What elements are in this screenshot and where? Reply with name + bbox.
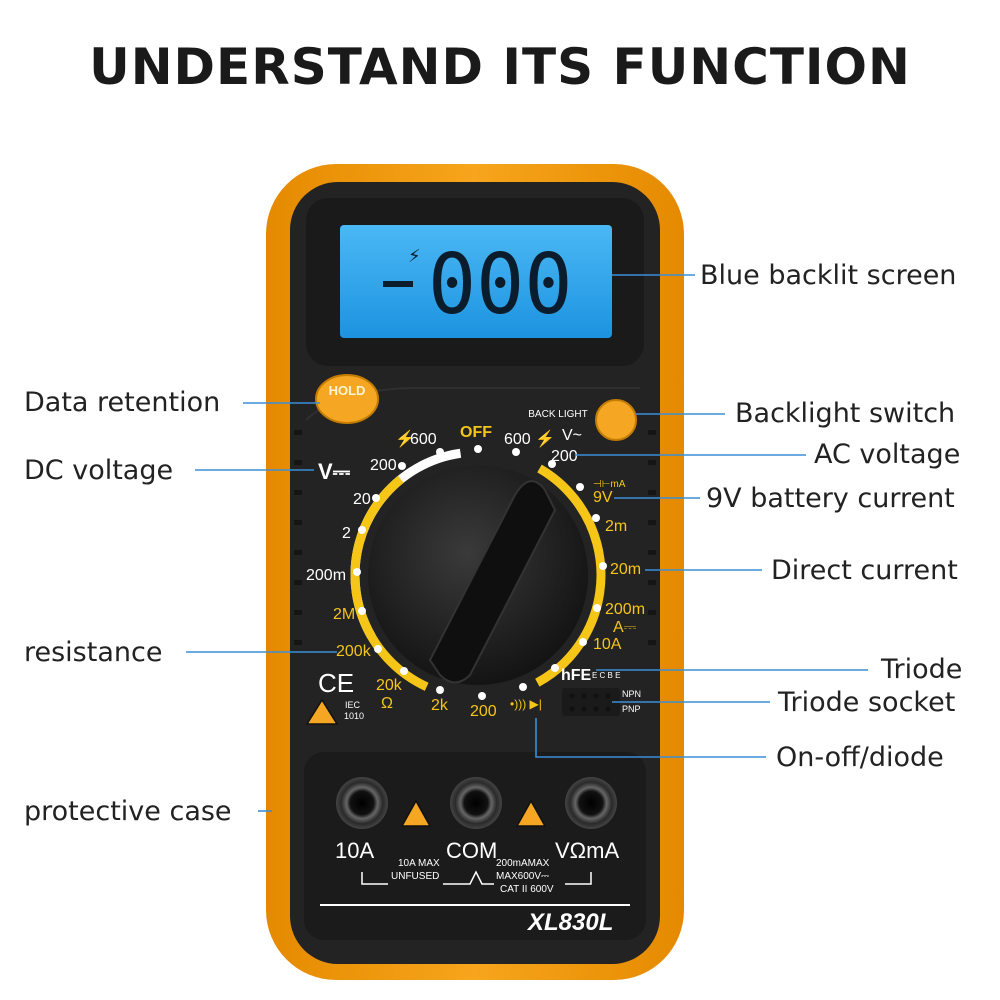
jack-label-vohm: VΩmA (555, 838, 619, 863)
jack-com (450, 777, 502, 829)
dial-dc-600: 600 (504, 431, 531, 448)
dial-dca-2m: 2m (605, 518, 627, 535)
ce-mark: CE (318, 668, 354, 698)
leader-lines (186, 274, 868, 812)
warning-triangle-icon (305, 698, 339, 725)
lcd-minus-sign (383, 281, 413, 287)
callout-direct-current: Direct current (771, 555, 958, 586)
callout-9v-battery-current: 9V battery current (706, 483, 955, 514)
jack-vohm (565, 777, 617, 829)
dial-battery-icon: ⊣⊢mA (593, 479, 626, 490)
dial-npn: NPN (622, 689, 641, 699)
dial-dcv-symbol: V⎓ (318, 459, 351, 484)
note-200ma: 200mAMAX (496, 858, 550, 869)
dial-ohm-200: 200 (470, 703, 497, 720)
dial-dcv-20: 20 (353, 491, 371, 508)
dial-ac-600: 600 (410, 431, 437, 448)
note-10a-max: 10A MAX (398, 858, 440, 869)
jack-warning-left-icon (400, 799, 432, 827)
note-600v: MAX600V⎓ (496, 871, 549, 882)
jack-10a (336, 777, 388, 829)
iec-mark: IEC (345, 700, 361, 710)
dial-ohm-200k: 200k (336, 643, 372, 660)
dial-labels: OFF ⚡ 600 600 ⚡ V~ 200 ⊣⊢mA 9V 2m 20m 20… (306, 424, 645, 720)
callout-data-retention: Data retention (24, 387, 221, 418)
dial-battery-9v: 9V (593, 489, 613, 506)
callout-backlight-switch: Backlight switch (735, 398, 956, 429)
iec-number: 1010 (344, 711, 364, 721)
dc-600-glyph: ⚡ (535, 429, 555, 448)
backlight-label: BACK LIGHT (528, 409, 587, 420)
dial-pnp: PNP (622, 704, 641, 714)
callout-resistance: resistance (24, 637, 163, 668)
dial-off: OFF (460, 424, 492, 441)
dial-ohm-20k: 20k (376, 677, 403, 694)
dial-a-symbol: A⎓ (613, 619, 637, 636)
jack-label-com: COM (446, 838, 497, 863)
note-cat: CAT II 600V (500, 884, 554, 895)
jack-panel (304, 752, 646, 940)
dial-hfe-pins: E C B E (592, 671, 620, 680)
dial-dca-20m: 20m (610, 561, 641, 578)
callout-triode: Triode (881, 654, 963, 685)
hold-button (315, 374, 379, 424)
hold-label: HOLD (329, 383, 366, 398)
dial-dca-10a: 10A (593, 636, 622, 653)
dial-ohm-2k: 2k (431, 697, 449, 714)
dial-hfe: hFE (561, 667, 592, 684)
dial-ohm-2m: 2M (333, 606, 355, 623)
dial-dcv-200: 200 (370, 457, 397, 474)
note-unfused: UNFUSED (391, 871, 439, 882)
dial-ring-yellow (350, 447, 606, 703)
callout-dc-voltage: DC voltage (24, 455, 174, 486)
dial-dcv-200m: 200m (306, 567, 346, 584)
callout-blue-backlit-screen: Blue backlit screen (700, 260, 957, 291)
jack-label-10a: 10A (335, 838, 374, 863)
ac-600-glyph: ⚡ (395, 429, 415, 448)
dial-detents (353, 445, 607, 700)
callout-protective-case: protective case (24, 796, 232, 827)
dial-dca-200m: 200m (605, 601, 645, 618)
lcd-digits: 000 (428, 237, 572, 334)
dial-ac-symbol: V~ (562, 427, 582, 444)
model-name: XL830L (526, 909, 613, 936)
dial-diode-symbol: •))) ▶| (510, 697, 542, 711)
dial-ac-200: 200 (551, 448, 578, 465)
triode-socket-holes (562, 688, 620, 716)
backlight-button (595, 399, 637, 441)
lcd-backlight-glyph: ⚡ (408, 246, 421, 267)
page-title: UNDERSTAND ITS FUNCTION (89, 38, 911, 96)
knob-grip (428, 480, 557, 684)
jack-labels: 10A COM VΩmA 10A MAX UNFUSED 200mAMAX MA… (335, 838, 619, 895)
jack-warning-right-icon (515, 799, 547, 827)
dial-dcv-2: 2 (342, 525, 351, 542)
lcd-screen (340, 225, 612, 338)
callout-on-off-diode: On-off/diode (776, 742, 944, 773)
callout-ac-voltage: AC voltage (814, 439, 961, 470)
callout-triode-socket: Triode socket (778, 687, 956, 718)
side-grips (294, 430, 656, 645)
dial-ohm-symbol: Ω (381, 695, 393, 712)
